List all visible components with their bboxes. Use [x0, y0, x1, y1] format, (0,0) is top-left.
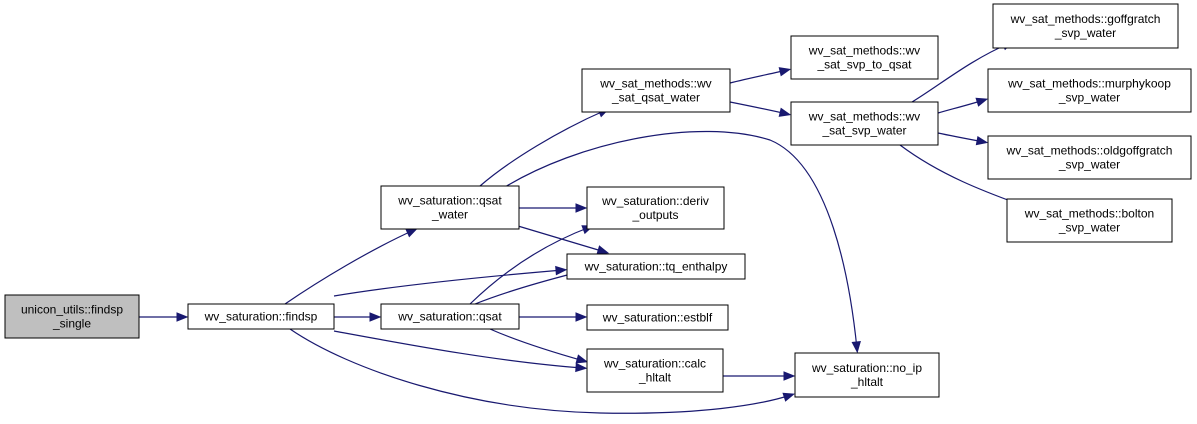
node-calc-hltalt[interactable]: wv_saturation::calc_hltalt: [586, 348, 724, 393]
node-label-line: unicon_utils::findsp: [21, 303, 123, 317]
node-box: [992, 3, 1179, 49]
arrowhead-icon: [596, 245, 610, 255]
node-label-line: wv_sat_methods::wv: [808, 44, 920, 58]
node-box: [586, 304, 729, 331]
node-goffgratch-svp-water[interactable]: wv_sat_methods::goffgratch_svp_water: [992, 3, 1179, 49]
node-box: [581, 68, 731, 113]
node-oldgoffgratch-svp-water[interactable]: wv_sat_methods::oldgoffgratch_svp_water: [987, 135, 1192, 180]
edge-qsat-to-tq_enthalpy: [474, 270, 580, 305]
edge-wv_sat_qsat_water-to-wv_sat_svp_water: [729, 101, 792, 117]
arrowhead-icon: [778, 107, 792, 117]
edge-calc_hltalt-to-no_ip_hltalt: [723, 371, 796, 381]
arrowhead-icon: [575, 312, 588, 322]
edge-wv_sat_svp_water-to-murphykoop_svp_water: [937, 97, 989, 114]
node-label-line: wv_sat_methods::wv: [808, 110, 920, 124]
node-box: [1006, 198, 1173, 243]
arrowhead-icon: [369, 312, 382, 322]
node-label-line: wv_sat_methods::murphykoop: [1007, 77, 1171, 91]
node-label-line: _sat_qsat_water: [611, 91, 700, 105]
node-label-line: wv_saturation::qsat: [397, 310, 502, 324]
node-box: [790, 101, 939, 146]
node-label-line: wv_sat_methods::oldgoffgratch: [1006, 144, 1173, 158]
node-no-ip-hltalt[interactable]: wv_saturation::no_ip_hltalt: [794, 352, 940, 398]
node-deriv-outputs[interactable]: wv_saturation::deriv_outputs: [586, 186, 725, 230]
node-label-line: _hltalt: [638, 371, 672, 385]
node-findsp-single[interactable]: unicon_utils::findsp_single: [4, 294, 140, 339]
edge-qsat_water-to-wv_sat_qsat_water: [479, 108, 610, 187]
edge-findsp_single-to-findsp: [139, 312, 189, 322]
node-findsp[interactable]: wv_saturation::findsp: [187, 303, 335, 330]
arrowhead-icon: [575, 362, 588, 373]
node-wv-sat-qsat-water[interactable]: wv_sat_methods::wv_sat_qsat_water: [581, 68, 731, 113]
node-box: [380, 185, 520, 230]
edge-findsp-to-calc_hltalt: [333, 330, 588, 373]
edge-qsat-to-calc_hltalt: [489, 328, 589, 364]
node-murphykoop-svp-water[interactable]: wv_sat_methods::murphykoop_svp_water: [987, 68, 1192, 113]
edge-qsat-to-estblf: [519, 312, 588, 322]
edges-layer: [139, 41, 1032, 414]
edge-findsp-to-tq_enthalpy: [333, 265, 568, 297]
node-box: [987, 135, 1192, 180]
arrowhead-icon: [575, 203, 588, 213]
edge-wv_sat_qsat_water-to-wv_sat_svp_to_qsat: [729, 67, 792, 84]
node-box: [794, 352, 940, 398]
node-box: [187, 303, 335, 330]
node-label-line: wv_saturation::tq_enthalpy: [584, 260, 728, 274]
node-qsat[interactable]: wv_saturation::qsat: [380, 303, 520, 330]
edge-qsat_water-to-tq_enthalpy: [517, 225, 610, 255]
node-label-line: wv_sat_methods::goffgratch: [1010, 12, 1161, 26]
node-bolton-svp-water[interactable]: wv_sat_methods::bolton_svp_water: [1006, 198, 1173, 243]
node-label-line: _svp_water: [1058, 158, 1120, 172]
arrowhead-icon: [783, 371, 796, 381]
arrowhead-icon: [555, 265, 568, 276]
edge-findsp-to-no_ip_hltalt: [289, 328, 796, 414]
node-qsat-water[interactable]: wv_saturation::qsat_water: [380, 185, 520, 230]
edge-qsat_water-to-no_ip_hltalt: [499, 130, 861, 354]
node-wv-sat-svp-water[interactable]: wv_sat_methods::wv_sat_svp_water: [790, 101, 939, 146]
node-label-line: wv_saturation::findsp: [204, 310, 318, 324]
node-box: [4, 294, 140, 339]
arrowhead-icon: [975, 97, 989, 107]
arrowhead-icon: [405, 228, 418, 238]
edge-qsat_water-to-deriv_outputs: [519, 203, 588, 213]
node-label-line: _svp_water: [1058, 91, 1120, 105]
node-wv-sat-svp-to-qsat[interactable]: wv_sat_methods::wv_sat_svp_to_qsat: [790, 35, 939, 80]
node-label-line: _sat_svp_water: [821, 124, 906, 138]
node-box: [790, 35, 939, 80]
node-label-line: _single: [52, 317, 91, 331]
node-label-line: _svp_water: [1058, 221, 1120, 235]
node-box: [987, 68, 1192, 113]
node-label-line: wv_saturation::deriv: [601, 194, 709, 208]
node-box: [586, 186, 725, 230]
node-box: [566, 253, 746, 280]
node-label-line: _outputs: [631, 208, 678, 222]
node-label-line: _hltalt: [850, 375, 884, 389]
node-label-line: wv_sat_methods::bolton: [1024, 207, 1154, 221]
node-label-line: wv_saturation::no_ip: [811, 361, 922, 375]
node-label-line: _water: [431, 208, 468, 222]
arrowhead-icon: [176, 312, 189, 322]
edge-findsp-to-qsat: [334, 312, 382, 322]
node-box: [586, 348, 724, 393]
node-label-line: wv_saturation::calc: [603, 357, 706, 371]
node-box: [380, 303, 520, 330]
arrowhead-icon: [778, 67, 792, 77]
node-estblf[interactable]: wv_saturation::estblf: [586, 304, 729, 331]
edge-wv_sat_svp_water-to-oldgoffgratch_svp_water: [937, 132, 989, 146]
node-label-line: _svp_water: [1054, 26, 1116, 40]
node-label-line: wv_sat_methods::wv: [599, 77, 711, 91]
arrowhead-icon: [575, 354, 589, 364]
node-label-line: wv_saturation::estblf: [602, 311, 713, 325]
arrowhead-icon: [975, 135, 989, 146]
node-label-line: _sat_svp_to_qsat: [816, 58, 912, 72]
node-tq-enthalpy[interactable]: wv_saturation::tq_enthalpy: [566, 253, 746, 280]
node-label-line: wv_saturation::qsat: [397, 194, 502, 208]
arrowhead-icon: [782, 392, 796, 402]
arrowhead-icon: [851, 341, 861, 354]
